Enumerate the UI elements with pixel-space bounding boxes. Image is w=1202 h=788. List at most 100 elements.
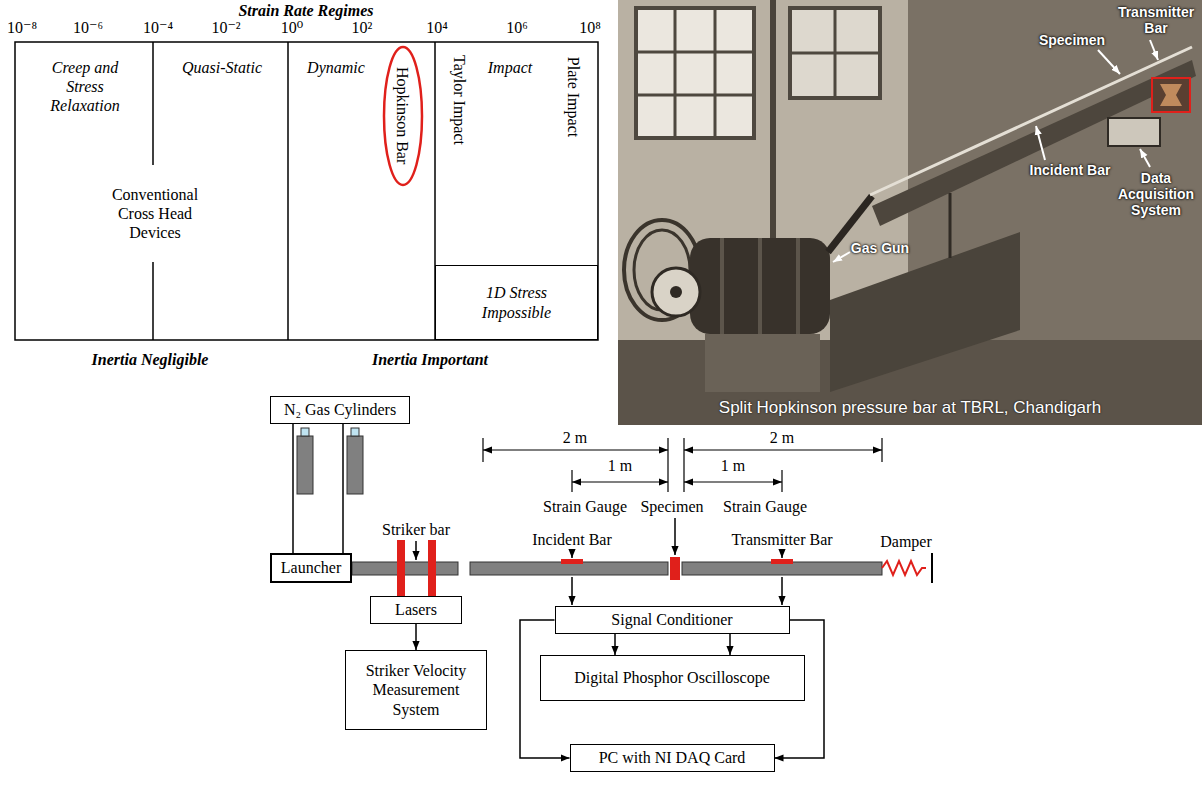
process-box: Striker Velocity Measurement System xyxy=(345,650,487,730)
part-name: Specimen xyxy=(640,497,703,516)
part-name: Transmitter Bar xyxy=(731,530,832,549)
connector xyxy=(342,424,344,553)
part-name: Incident Bar xyxy=(532,530,612,549)
regime-name: Dynamic xyxy=(307,58,365,77)
node-text: N₂ Gas Cylinders xyxy=(284,400,396,419)
dimension-tick xyxy=(683,438,684,492)
regime-cell: 1D Stress Impossible xyxy=(435,265,598,340)
strain-gauge xyxy=(561,559,583,564)
part-name: Strain Gauge xyxy=(723,497,807,516)
node-text: 1D Stress Impossible xyxy=(471,283,563,321)
axis-tick: 10⁴ xyxy=(426,18,448,37)
node-text: PC with NI DAQ Card xyxy=(599,748,746,767)
photo-table xyxy=(830,232,1020,392)
device-name: Taylor Impact xyxy=(449,55,468,145)
leader-arrow xyxy=(1036,126,1045,160)
gun-stand xyxy=(705,334,820,392)
chart-divider xyxy=(287,42,289,340)
leader-arrow xyxy=(833,252,850,262)
specimen xyxy=(670,557,680,580)
highlight-ellipse xyxy=(384,47,422,185)
dimension-tick xyxy=(571,470,572,492)
dimension: 1 m xyxy=(721,456,745,475)
dimension-arrow xyxy=(684,481,782,482)
photo-window xyxy=(790,8,880,98)
regime-chart xyxy=(15,42,598,340)
regime-ellipse: Hopkinson Bar xyxy=(383,46,423,186)
supply-box: N₂ Gas Cylinders xyxy=(270,396,410,424)
axis-note: Inertia Negligible xyxy=(92,350,209,369)
dimension-arrow xyxy=(572,481,668,482)
dimension: 2 m xyxy=(770,428,794,447)
schematic xyxy=(297,428,932,605)
leader-arrow xyxy=(415,541,417,560)
laser-beam xyxy=(428,540,436,598)
chart-frame xyxy=(15,42,598,340)
dimension-tick xyxy=(781,470,782,492)
laser-box: Lasers xyxy=(370,596,462,624)
regime-name: Impact xyxy=(488,58,532,77)
dimension-arrow xyxy=(684,449,882,450)
window-bars xyxy=(636,8,754,138)
dimension: 1 m xyxy=(608,456,632,475)
axis-tick: 10⁻⁶ xyxy=(73,18,103,37)
leader-arrow xyxy=(1140,149,1150,167)
node-text: Digital Phosphor Oscilloscope xyxy=(574,668,770,687)
specimen-inset xyxy=(1152,78,1190,112)
node-text: Lasers xyxy=(395,600,437,619)
dimension-lines xyxy=(483,438,882,492)
photo-caption: Split Hopkinson pressure bar at TBRL, Ch… xyxy=(719,398,1101,418)
chart-title: Strain Rate Regimes xyxy=(238,1,373,20)
dimension-tick xyxy=(667,438,668,492)
device-name: Plate Impact xyxy=(563,57,582,137)
cylinder-valve xyxy=(351,428,359,436)
part-name: Striker bar xyxy=(382,520,450,539)
chart-divider xyxy=(152,42,154,165)
leader-arrow xyxy=(571,550,573,558)
axis-tick: 10² xyxy=(352,18,373,37)
connector xyxy=(729,634,731,655)
window-bars xyxy=(790,8,880,98)
bench-support xyxy=(949,193,952,258)
hose-coil xyxy=(624,220,700,320)
photo-pole xyxy=(770,0,776,238)
leader-arrow xyxy=(1150,40,1158,60)
photo-ground xyxy=(618,0,1202,425)
connector xyxy=(614,634,616,655)
part-name: Damper xyxy=(880,532,932,551)
leader-arrows xyxy=(416,518,782,605)
photo-callout: Data Acquisition System xyxy=(1113,170,1199,218)
dimension: 2 m xyxy=(563,428,587,447)
laser-beam xyxy=(397,540,405,598)
node-text: Striker Velocity Measurement System xyxy=(354,661,478,719)
axis-tick: 10⁻² xyxy=(211,18,240,37)
axis-tick: 10⁻⁴ xyxy=(143,18,173,37)
photo-window xyxy=(636,8,754,138)
gas-cylinder xyxy=(347,436,363,494)
axis-tick: 10⁰ xyxy=(281,18,303,37)
axis-tick: 10⁻⁸ xyxy=(7,18,37,37)
chart-divider xyxy=(152,262,154,340)
signal-arrow xyxy=(781,577,783,605)
strain-gauge xyxy=(771,559,793,564)
node-text: Launcher xyxy=(281,558,341,577)
gas-gun-body xyxy=(690,238,830,334)
leader-arrow xyxy=(781,550,783,558)
axis-tick: 10⁸ xyxy=(579,18,601,37)
photo-callout: Transmitter Bar xyxy=(1113,4,1199,36)
cylinder-valve xyxy=(301,428,309,436)
axis-note: Inertia Important xyxy=(372,350,488,369)
regime-name: Quasi-Static xyxy=(182,58,262,77)
wheel-hub xyxy=(670,286,682,298)
specimen-photo xyxy=(1160,84,1182,106)
part-name: Strain Gauge xyxy=(543,497,627,516)
gun-flanges xyxy=(722,238,798,334)
leader-arrow xyxy=(674,518,676,555)
hand-wheel xyxy=(652,268,700,316)
photo-leaders xyxy=(833,40,1158,262)
damper-wall xyxy=(931,553,933,583)
connector xyxy=(415,624,417,650)
axis-tick: 10⁶ xyxy=(506,18,528,37)
